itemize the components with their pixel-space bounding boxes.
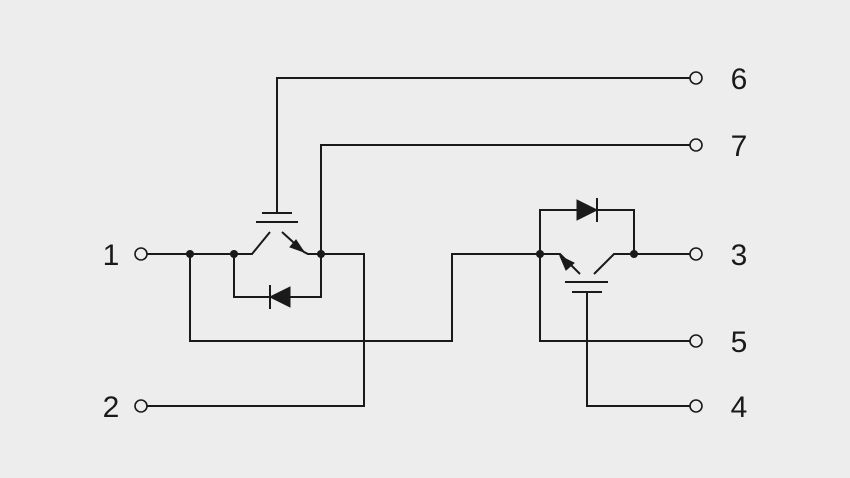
- terminal-3-pin: [689, 247, 703, 261]
- terminal-2-label: 2: [103, 391, 120, 424]
- terminal-6-pin: [689, 71, 703, 85]
- terminal-4-pin: [689, 399, 703, 413]
- junction-dot: [230, 250, 238, 258]
- terminal-3-label: 3: [731, 239, 748, 272]
- terminal-5-pin: [689, 334, 703, 348]
- junction-dot: [630, 250, 638, 258]
- terminal-7-label: 7: [731, 130, 748, 163]
- right-igbt-emitter-lead: [540, 253, 581, 275]
- terminal-6-label: 6: [731, 63, 748, 96]
- left-diode-loop: [233, 254, 322, 298]
- left-igbt-emitter-arrow: [289, 239, 306, 253]
- left-igbt-collector-lead: [234, 231, 271, 255]
- right-diode-loop: [539, 209, 635, 254]
- wire-aux-emitter-to-terminal-7: [320, 144, 690, 254]
- junction-dot: [317, 250, 325, 258]
- junction-dot: [186, 250, 194, 258]
- wire-gate-to-terminal-4: [586, 292, 690, 407]
- left-igbt-emitter-lead: [147, 231, 365, 407]
- right-igbt-section: [536, 198, 690, 407]
- left-freewheel-diode-icon: [268, 286, 291, 308]
- terminal-5-label: 5: [731, 326, 748, 359]
- terminals: 1 2 3 4 5 6 7: [103, 63, 748, 424]
- terminal-7-pin: [689, 138, 703, 152]
- wire-bottom-loop: [189, 253, 540, 342]
- terminal-1-label: 1: [103, 239, 120, 272]
- junction-dot: [536, 250, 544, 258]
- wire-gate-to-terminal-6: [276, 77, 690, 213]
- left-igbt-section: [147, 77, 690, 407]
- right-igbt-emitter-arrow: [559, 254, 575, 271]
- terminal-2-pin: [134, 399, 148, 413]
- terminal-1-pin: [134, 247, 148, 261]
- wire-aux-emitter-to-terminal-5: [539, 254, 690, 342]
- terminal-4-label: 4: [731, 391, 748, 424]
- right-igbt-collector-lead: [593, 253, 690, 275]
- right-freewheel-diode-icon: [576, 199, 599, 221]
